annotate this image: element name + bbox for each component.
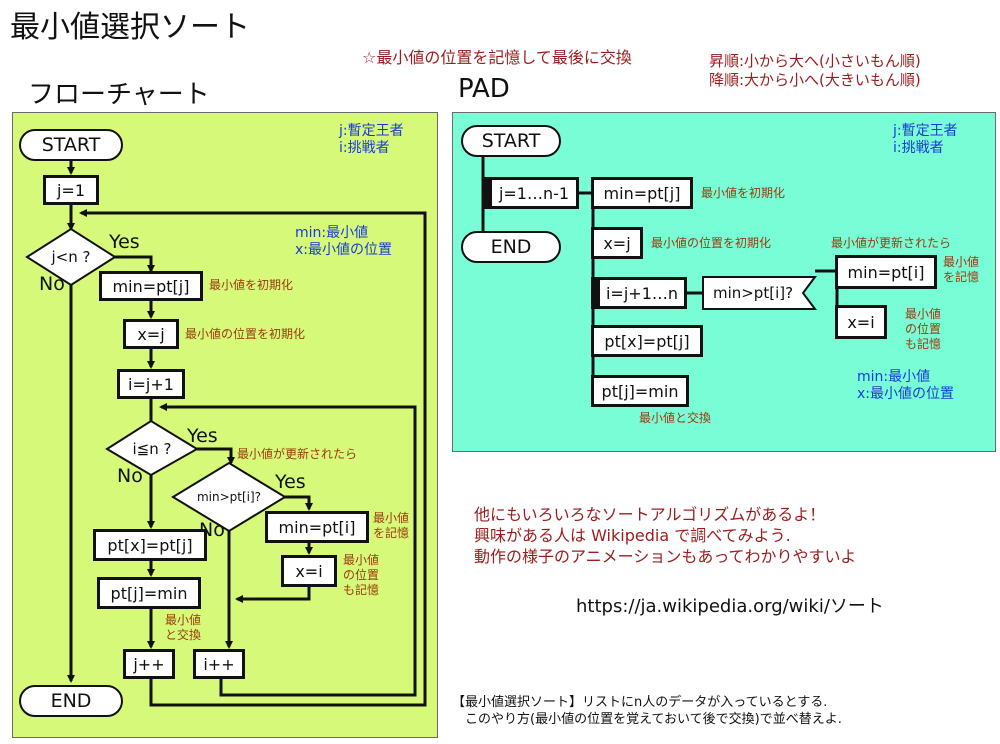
pad-update-x-note-line: も記憶 <box>905 337 942 351</box>
pad-swap-note: 最小値と交換 <box>639 411 712 425</box>
pad-update-min-note: 最小値 を記憶 <box>943 255 979 285</box>
pad-loop-i: i=j+1…n <box>591 277 687 309</box>
descending-note: 降順:大から小へ(大きいもん順) <box>709 71 921 89</box>
task-description: 【最小値選択ソート】リストにn人のデータが入っているとする. このやり方(最小値… <box>452 694 842 728</box>
flowchart-heading: フローチャート <box>28 80 210 110</box>
arrow-x-merge <box>235 585 311 603</box>
flowchart-end-terminal: END <box>19 685 123 717</box>
pad-set-x: x=j <box>591 227 643 259</box>
flowchart-start-terminal: START <box>19 129 123 161</box>
flowchart-set-min: min=pt[j] <box>99 271 203 301</box>
update-x-note-line: 最小値 <box>343 553 380 567</box>
pad-update-min-note-line: 最小値 <box>943 255 980 269</box>
info-text: 他にもいろいろなソートアルゴリズムがあるよ！ 興味がある人は Wikipedia… <box>474 504 856 567</box>
flowchart-legend-ji: j:暫定王者 i:挑戦者 <box>339 123 404 157</box>
pad-condition-shape <box>702 276 817 310</box>
pad-loop-j: j=1…n-1 <box>483 177 579 209</box>
legend-line: min:最小値 <box>295 225 369 241</box>
wikipedia-link[interactable]: https://ja.wikipedia.org/wiki/ソート <box>576 596 884 617</box>
cond-update-note: 最小値が更新されたら <box>237 447 358 461</box>
flowchart-cond-compare: min>pt[i]? <box>196 490 262 504</box>
pad-set-min-note: 最小値を初期化 <box>701 186 786 200</box>
info-line: 他にもいろいろなソートアルゴリズムがあるよ！ <box>474 505 826 524</box>
pad-heading: PAD <box>458 74 510 104</box>
flowchart-inc-j: j++ <box>123 649 175 679</box>
pad-legend-min: min:最小値 x:最小値の位置 <box>857 369 954 403</box>
pad-cond-update-note: 最小値が更新されたら <box>831 236 952 250</box>
flowchart-update-min: min=pt[i] <box>265 511 369 543</box>
decision-inner-shape <box>105 419 199 477</box>
flowchart-init-i: i=j+1 <box>117 369 185 399</box>
arrow-outer-loop <box>79 209 427 707</box>
flowchart-panel: START j=1 j<n ? Yes No min=pt[j] 最小値を初期化… <box>12 112 438 738</box>
task-line: 【最小値選択ソート】リストにn人のデータが入っているとする. <box>452 695 828 710</box>
flowchart-cond-inner: i≦n ? <box>132 440 172 458</box>
info-line: 興味がある人は Wikipedia で調べてみよう. <box>474 526 791 545</box>
order-notes: 昇順:小から大へ(小さいもん順) 降順:大から小へ(大きいもん順) <box>709 52 921 90</box>
legend-line: min:最小値 <box>857 369 931 385</box>
legend-line: j:暫定王者 <box>893 123 958 139</box>
arrow-outer-yes <box>107 255 155 273</box>
set-min-note: 最小値を初期化 <box>209 278 294 292</box>
pad-set-x-note: 最小値の位置を初期化 <box>651 236 772 250</box>
compare-yes-label: Yes <box>275 471 306 493</box>
decision-compare-shape <box>171 461 287 533</box>
swap-note: 最小値 と交換 <box>165 613 201 643</box>
outer-no-label: No <box>39 273 65 295</box>
flowchart-swap-2: pt[j]=min <box>97 577 201 609</box>
legend-line: x:最小値の位置 <box>295 242 393 258</box>
pad-swap-2: pt[j]=min <box>591 375 689 407</box>
pad-legend-ji: j:暫定王者 i:挑戦者 <box>893 123 958 157</box>
page-title: 最小値選択ソート <box>10 10 250 45</box>
pad-start-terminal: START <box>461 125 561 157</box>
task-line: このやり方(最小値の位置を覚えておいて後で交換)で並べ替えよ. <box>452 712 842 727</box>
update-min-note-line: を記憶 <box>373 526 410 540</box>
flowchart-set-x: x=j <box>123 319 179 349</box>
update-x-note: 最小値 の位置 も記憶 <box>343 553 379 598</box>
legend-line: i:挑戦者 <box>893 140 944 156</box>
legend-line: i:挑戦者 <box>339 140 390 156</box>
swap-note-line: と交換 <box>165 628 202 642</box>
key-note: ☆最小値の位置を記憶して最後に交換 <box>362 48 632 67</box>
pad-update-min: min=pt[i] <box>835 255 937 289</box>
set-x-note: 最小値の位置を初期化 <box>185 327 306 341</box>
update-min-note-line: 最小値 <box>373 511 410 525</box>
inner-no-label: No <box>117 465 143 487</box>
update-min-note: 最小値 を記憶 <box>373 511 409 541</box>
legend-line: x:最小値の位置 <box>857 386 955 402</box>
pad-update-x: x=i <box>835 305 887 339</box>
flowchart-swap-1: pt[x]=pt[j] <box>93 529 207 561</box>
legend-line: j:暫定王者 <box>339 123 404 139</box>
swap-note-line: 最小値 <box>165 613 202 627</box>
pad-update-x-note-line: の位置 <box>905 322 942 336</box>
pad-set-min: min=pt[j] <box>591 177 693 209</box>
decision-outer-shape <box>25 227 117 287</box>
pad-swap-1: pt[x]=pt[j] <box>591 325 703 357</box>
flowchart-legend-min: min:最小値 x:最小値の位置 <box>295 225 392 259</box>
flowchart-update-x: x=i <box>281 555 337 587</box>
pad-panel: START j=1…n-1 END min=pt[j] 最小値を初期化 x=j … <box>452 112 996 452</box>
flowchart-inc-i: i++ <box>193 649 245 679</box>
arrow-cmp-yes <box>277 495 313 511</box>
info-line: 動作の様子のアニメーションもあってわかりやすいよ <box>474 547 857 566</box>
inner-yes-label: Yes <box>187 425 218 447</box>
arrow-inner-yes <box>197 447 235 465</box>
flowchart-connectors <box>25 159 427 707</box>
update-x-note-line: の位置 <box>343 568 380 582</box>
pad-update-min-note-line: を記憶 <box>943 270 980 284</box>
flowchart-init-j: j=1 <box>43 175 99 205</box>
pad-update-x-note-line: 最小値 <box>905 307 942 321</box>
outer-yes-label: Yes <box>109 231 140 253</box>
flowchart-cond-outer: j<n ? <box>51 248 91 266</box>
pad-end-terminal: END <box>461 231 561 263</box>
pad-cond-compare: min>pt[i]? <box>712 284 794 302</box>
arrow-inner-loop <box>159 403 417 697</box>
ascending-note: 昇順:小から大へ(小さいもん順) <box>709 52 921 70</box>
pad-update-x-note: 最小値 の位置 も記憶 <box>905 307 941 352</box>
update-x-note-line: も記憶 <box>343 583 380 597</box>
